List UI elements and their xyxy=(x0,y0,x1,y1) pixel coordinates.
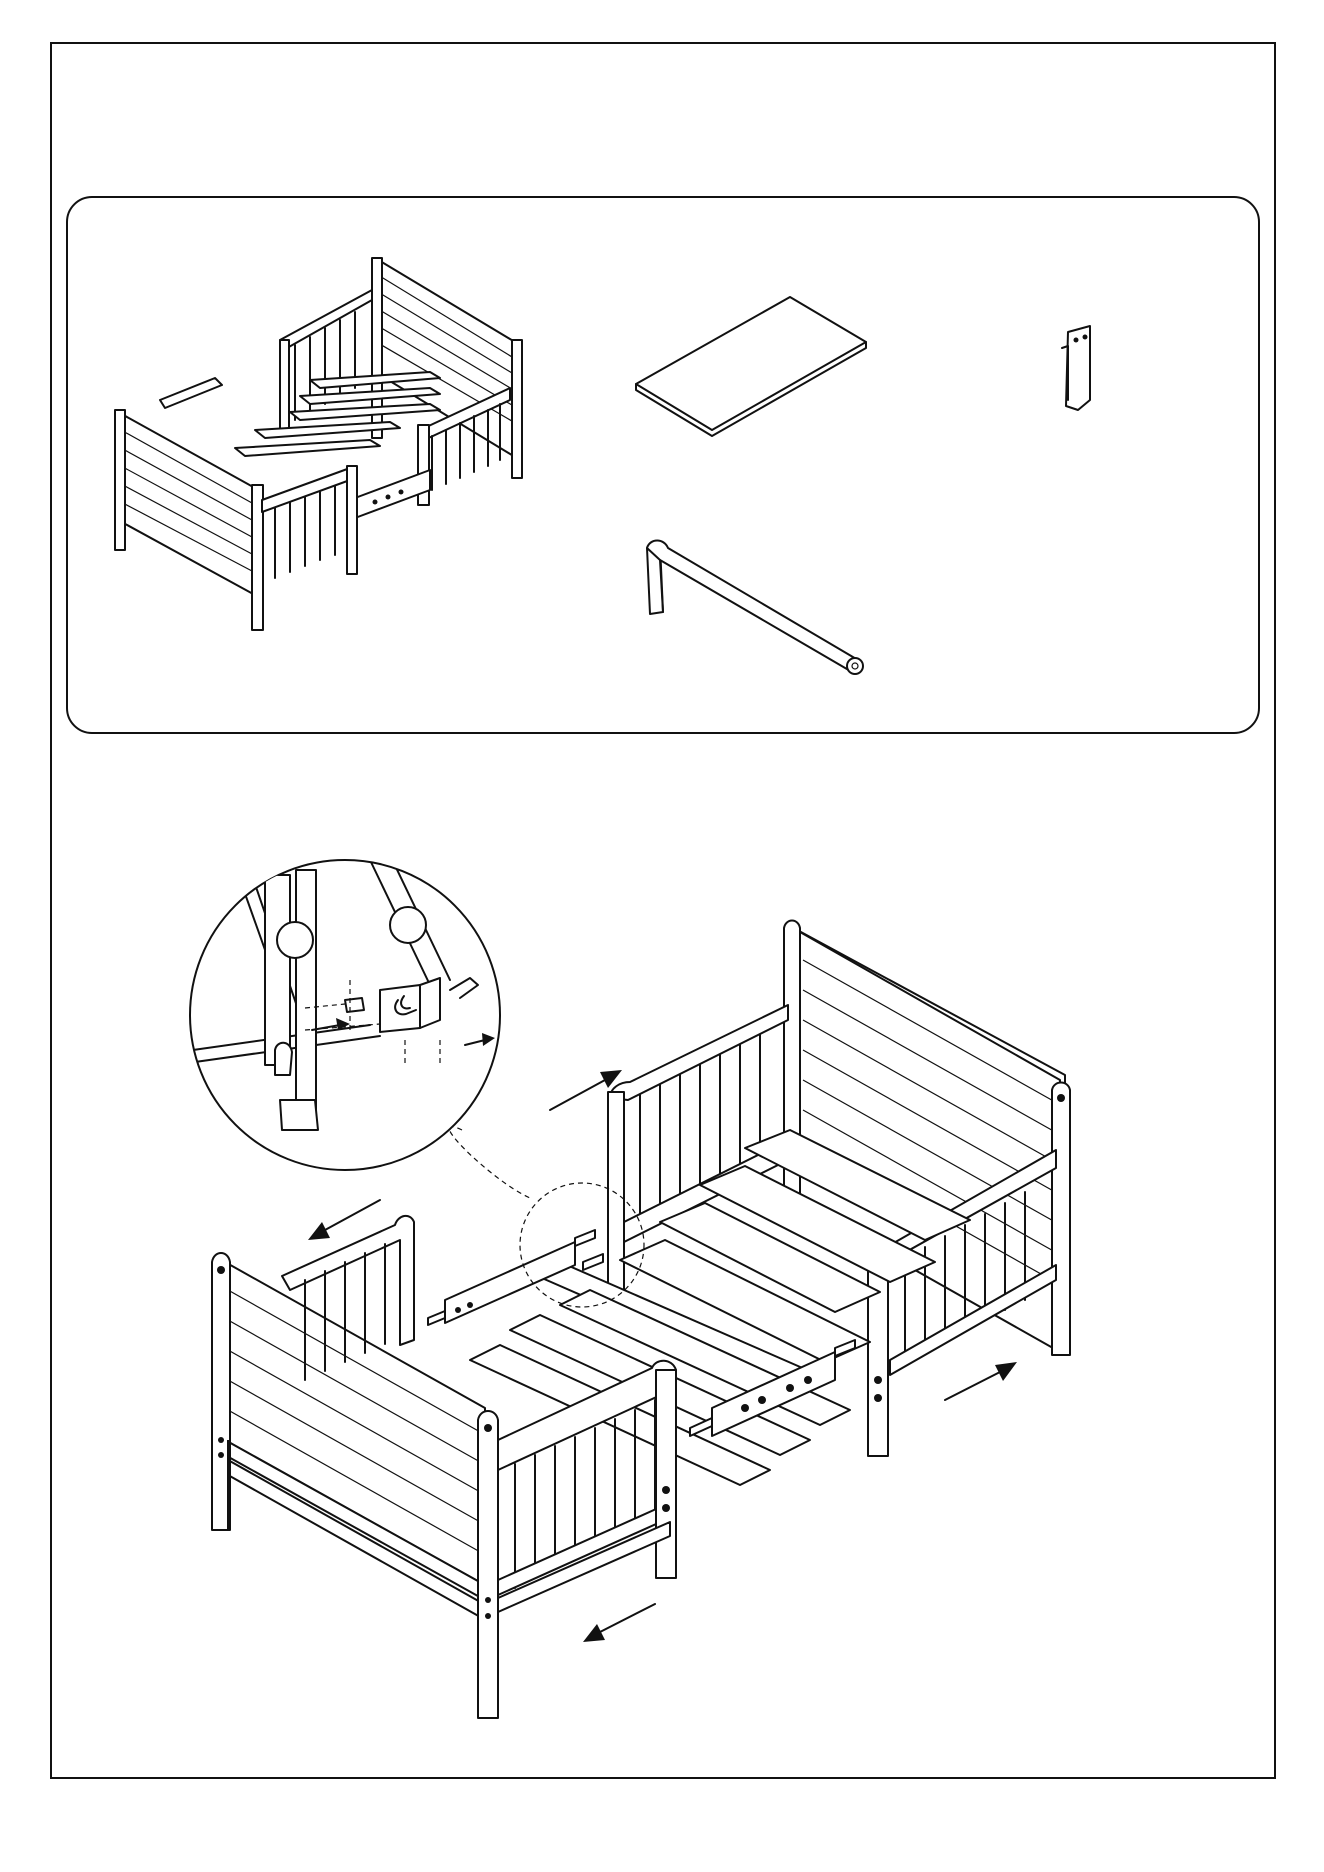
bracket-illustration xyxy=(1062,326,1090,410)
detail-leader-line xyxy=(449,1126,530,1198)
mattress-board-illustration xyxy=(636,297,866,436)
guard-rail-illustration xyxy=(647,541,863,675)
assembled-bed-illustration xyxy=(115,258,522,630)
detail-callout xyxy=(190,855,500,1170)
callout-marker-2 xyxy=(390,907,426,943)
callout-marker-1 xyxy=(277,922,313,958)
